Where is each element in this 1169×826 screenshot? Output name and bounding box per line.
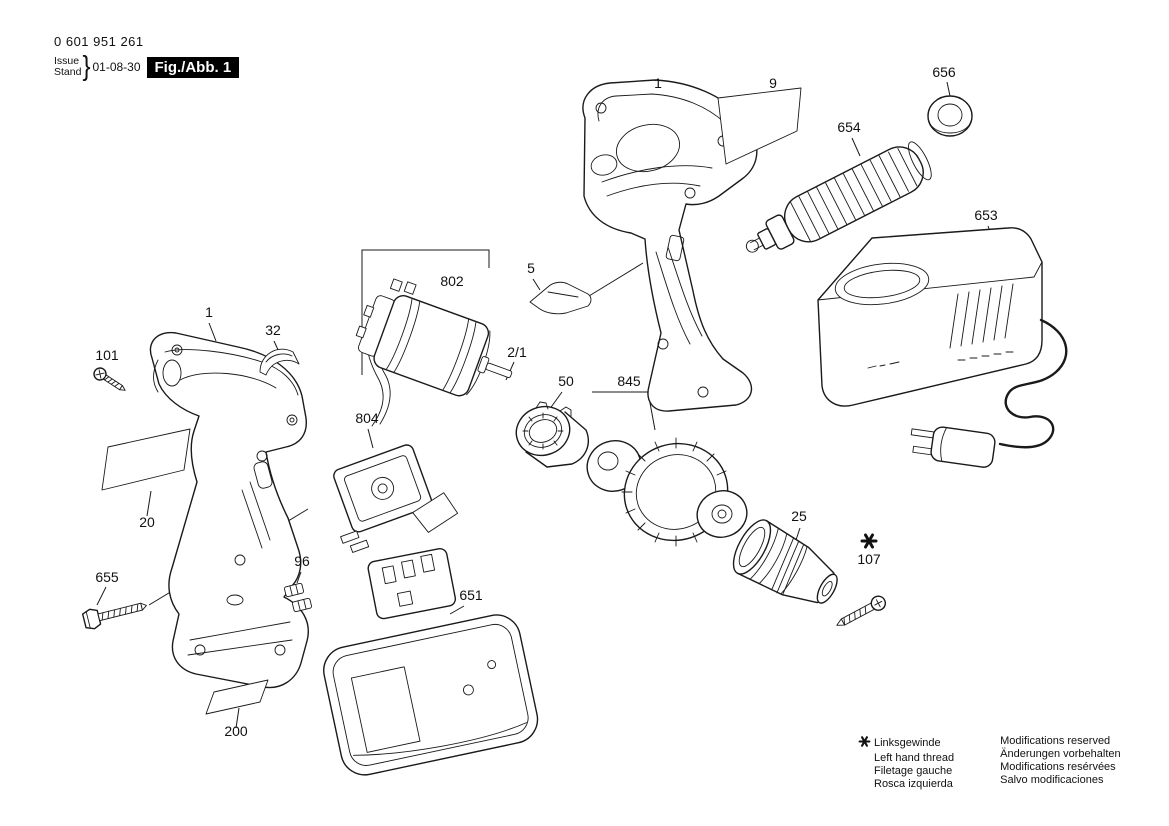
callout-housing-left: 1	[205, 304, 213, 320]
part-ring-nut	[927, 95, 973, 137]
legend-mod-es: Salvo modificaciones	[1000, 774, 1104, 786]
power-plug	[910, 426, 996, 468]
part-housing-right	[582, 79, 758, 412]
part-battery-pack	[323, 548, 539, 776]
callout-label-200: 200	[224, 723, 248, 739]
part-bolt-655	[81, 602, 147, 630]
part-clip-32	[259, 348, 300, 376]
left-hand-thread-star-icon	[860, 533, 878, 549]
legend-mod-en: Modifications reserved	[1000, 735, 1111, 747]
document-number: 0 601 951 261	[54, 34, 144, 49]
part-motor	[355, 278, 513, 427]
part-battery-charger	[817, 227, 1068, 468]
part-chuck-screw	[836, 595, 887, 626]
callout-chuck-screw: 107	[857, 551, 881, 567]
issue-label: Issue	[54, 55, 80, 67]
callout-housing-right: 1	[654, 75, 662, 91]
callout-chuck: 25	[791, 508, 807, 524]
callout-clip-5: 5	[527, 260, 535, 276]
callout-nameplate: 9	[769, 75, 777, 91]
legend-lht-en: Left hand thread	[874, 752, 955, 764]
legend-mod-de: Änderungen vorbehalten	[1000, 748, 1121, 760]
callout-label-20: 20	[139, 514, 155, 530]
callout-motor: 802	[440, 273, 464, 289]
part-ring-gear	[515, 401, 590, 468]
part-screw-101	[93, 367, 126, 391]
stand-label: Stand	[54, 66, 82, 78]
part-switch	[333, 444, 459, 553]
callout-battery: 651	[459, 587, 483, 603]
legend-mod-fr: Modifications resérvées	[1000, 761, 1116, 773]
issue-brace: }	[82, 50, 91, 82]
drawing-header: 0 601 951 261 Issue Stand } 01-08-30 Fig…	[54, 34, 240, 82]
callout-labels: 1 9 656 654 653 5 802 2/1 50 845 25 107 …	[95, 64, 998, 739]
callout-gearbox: 845	[617, 373, 641, 389]
figure-label: Fig./Abb. 1	[146, 56, 240, 78]
part-gearbox	[586, 437, 748, 547]
part-label-200	[205, 679, 269, 715]
callout-charger: 653	[974, 207, 998, 223]
part-clips-96	[284, 582, 312, 613]
legend-left-hand-thread: Linksgewinde Left hand thread Filetage g…	[858, 735, 954, 791]
callout-auxiliary-handle: 654	[837, 119, 861, 135]
issue-date: 01-08-30	[92, 60, 141, 74]
part-chuck	[732, 519, 838, 604]
part-clip-5	[529, 281, 592, 315]
part-nameplate	[717, 87, 802, 165]
callout-bolt-655: 655	[95, 569, 119, 585]
callout-switch: 804	[355, 410, 379, 426]
callout-motor-shaft: 2/1	[507, 344, 527, 360]
part-label-20	[101, 428, 191, 491]
legend-lht-de: Linksgewinde	[874, 737, 941, 749]
legend-star-icon	[858, 735, 871, 752]
callout-clips-96: 96	[294, 553, 310, 569]
callout-screw-101: 101	[95, 347, 119, 363]
legend: Linksgewinde Left hand thread Filetage g…	[858, 735, 1121, 791]
legend-lht-fr: Filetage gauche	[874, 765, 953, 777]
part-housing-left	[149, 331, 309, 689]
callout-clip-32: 32	[265, 322, 281, 338]
part-auxiliary-handle	[745, 141, 932, 253]
legend-modifications: Modifications reserved Änderungen vorbeh…	[1000, 735, 1120, 791]
callout-ring-gear: 50	[558, 373, 574, 389]
legend-lht-es: Rosca izquierda	[874, 778, 953, 790]
callout-ring-nut: 656	[932, 64, 956, 80]
